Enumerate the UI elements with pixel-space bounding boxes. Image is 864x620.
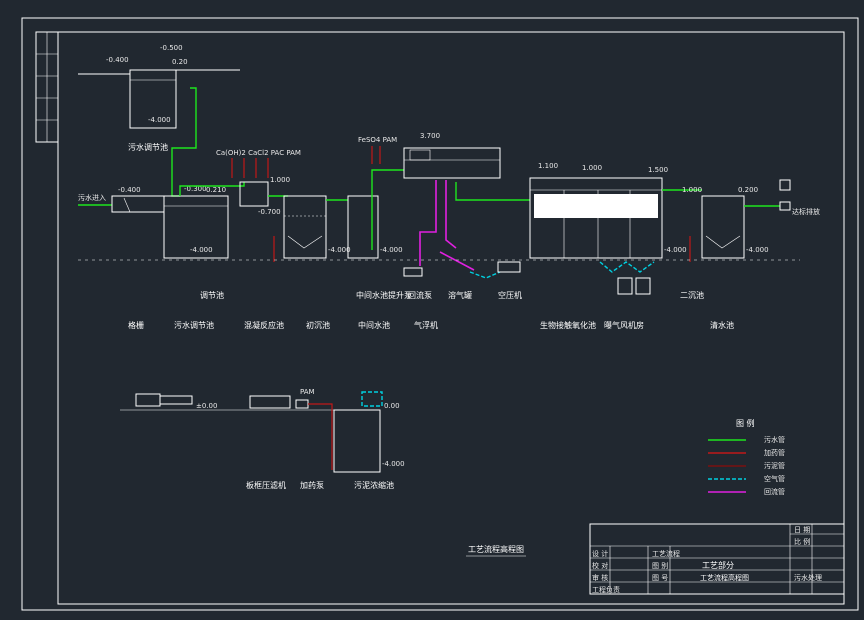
elev-label: -4.000: [380, 246, 403, 254]
label-aer-tank: 生物接触氧化池: [540, 320, 596, 330]
elev-label: 3.700: [420, 132, 440, 140]
elev-label: -4.000: [382, 460, 405, 468]
legend-item: 回流管: [764, 487, 785, 496]
filter-press-icon: [249, 395, 291, 409]
elev-label: 0.20: [172, 58, 188, 66]
elev-label: 1.100: [538, 162, 558, 170]
recycle-pump-icon: [403, 267, 423, 277]
elev-label: -0.700: [258, 208, 281, 216]
tb-cell: 校 对: [592, 561, 608, 570]
contact-oxidation-tank: 1.100 1.000 1.500 -4.000: [529, 162, 687, 259]
legend: 图 例 污水管 加药管 污泥管 空气管 回流管: [708, 418, 785, 496]
elev-label: 1.000: [582, 164, 602, 172]
elev-label: -4.000: [190, 246, 213, 254]
tb-cell: 日 期: [794, 526, 810, 534]
air-flotation-unit: 3.700: [403, 132, 501, 179]
elev-label: 0.200: [738, 186, 758, 194]
tb-drawing: 工艺流程高程图: [700, 573, 749, 582]
label-blower: 曝气风机房: [604, 320, 644, 330]
label-equal-tank: 污水调节池: [174, 320, 214, 330]
blower-icon: [635, 277, 651, 295]
label-filter-press: 板框压滤机: [246, 480, 286, 490]
sludge-tank: [333, 409, 381, 473]
tb-cell: 工艺流程: [652, 549, 680, 558]
label-sec-sed: 二沉池: [680, 290, 704, 300]
outer-frame: [21, 17, 859, 611]
inner-frame: [57, 31, 845, 605]
legend-item: 空气管: [764, 474, 785, 483]
tank-label: 污水调节池: [128, 142, 168, 152]
legend-item: 污水管: [764, 435, 785, 444]
title-block: 设 计 校 对 审 核 工程负责 工艺流程 图 别 图 号 工艺部分 工艺流程高…: [589, 523, 845, 595]
middle-tank: -4.000: [347, 195, 403, 259]
chemical-label: PAM: [300, 388, 315, 396]
label-mid-tank: 中间水池: [358, 320, 390, 330]
label-grid: 格栅: [128, 320, 144, 330]
tb-part: 工艺部分: [702, 560, 734, 570]
elev-label: -4.000: [746, 246, 769, 254]
secondary-sed-tank: 1.000 0.200 -4.000: [682, 186, 769, 259]
legend-title: 图 例: [736, 418, 755, 428]
elev-label: -0.400: [106, 56, 129, 64]
truck-icon: [135, 393, 161, 407]
elev-label: -0.300: [184, 185, 207, 193]
tb-cell: 图 号: [652, 574, 668, 582]
tb-cell: 工程负责: [592, 585, 620, 594]
chemical-label: FeSO4 PAM: [358, 136, 397, 144]
elev-label: -0.400: [118, 186, 141, 194]
tb-cell: 设 计: [592, 549, 608, 558]
primary-sed-tank: -4.000: [283, 195, 351, 259]
label-air-flotation: 气浮机: [414, 320, 438, 330]
air-compressor-icon: [497, 261, 521, 273]
label-sec-pump: 清水池: [710, 320, 734, 330]
water-in-label: 污水进入: [78, 193, 106, 202]
label-mid-lift: 中间水池提升泵: [356, 290, 412, 300]
elev-label: 0.00: [384, 402, 400, 410]
label-air-comp: 空压机: [498, 290, 522, 300]
sludge-pump-icon: [361, 391, 383, 407]
air-pipe: [599, 261, 655, 273]
adjustment-tank: -0.300 -4.000: [163, 185, 229, 259]
elev-label: 1.000: [682, 186, 702, 194]
recycle-pipe: [419, 180, 437, 266]
legend-item: 污泥管: [764, 461, 785, 470]
label-sludge-tank: 污泥浓缩池: [354, 480, 394, 490]
collection-tank: -0.400 -0.500 0.20 -4.000 污水调节池: [78, 44, 240, 152]
tb-cell: 图 别: [652, 561, 668, 570]
blower-icon: [617, 277, 633, 295]
grid-channel: [111, 195, 165, 213]
elev-label: 1.500: [648, 166, 668, 174]
legend-item: 加药管: [764, 448, 785, 457]
label-coag-tank: 混凝反应池: [244, 320, 284, 330]
label-air-dissolve: 溶气罐: [448, 290, 472, 300]
label-sed-tank: 初沉池: [306, 320, 330, 330]
label-dosing-pump: 加药泵: [300, 480, 324, 490]
elev-label: ±0.00: [196, 402, 217, 410]
chemical-label: Ca(OH)2 CaCl2 PAC PAM: [216, 149, 301, 157]
elev-label: -0.500: [160, 44, 183, 52]
elev-label: -4.000: [328, 246, 351, 254]
dosing-pump-icon: [295, 399, 309, 409]
elev-label: 0.210: [206, 186, 226, 194]
elev-label: -4.000: [664, 246, 687, 254]
drawing-title: 工艺流程高程图: [468, 544, 524, 554]
tb-cell: 污水处理: [794, 573, 822, 582]
tb-cell: 比 例: [794, 537, 810, 546]
water-out-label: 达标排放: [792, 207, 820, 216]
tb-cell: 审 核: [592, 573, 608, 582]
label-recycle-pump: 回流泵: [408, 290, 432, 300]
elev-label: -4.000: [148, 116, 171, 124]
label-adj-tank: 调节池: [200, 290, 224, 300]
elev-label: 1.000: [270, 176, 290, 184]
coag-tank: [239, 181, 269, 207]
